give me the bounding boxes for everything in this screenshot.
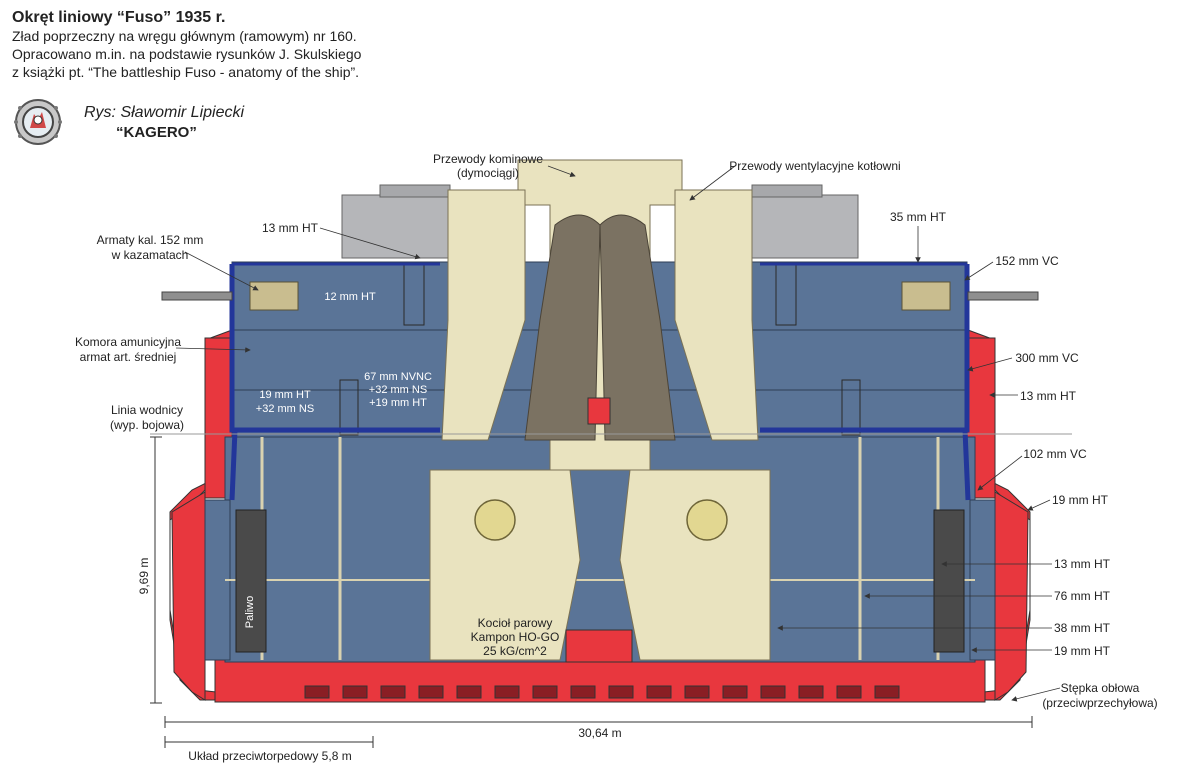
label-ht19-side: 19 mm HT [1052, 493, 1109, 507]
label-deck-19: 19 mm HT [259, 389, 311, 401]
subtitle-line-3: z książki pt. “The battleship Fuso - ana… [12, 64, 360, 80]
label-vc152: 152 mm VC [995, 254, 1059, 268]
label-bilge-keel-sub: (przeciwprzechyłowa) [1042, 696, 1157, 710]
credit-block: Rys: Sławomir Lipiecki “KAGERO” [84, 103, 244, 143]
label-ht19-low: 19 mm HT [1054, 644, 1111, 658]
author-credit: Rys: Sławomir Lipiecki [84, 104, 245, 121]
kagero-porthole-logo [14, 99, 62, 145]
label-deck-67-ht: +19 mm HT [369, 397, 427, 409]
smoke-duct-left [524, 214, 601, 441]
double-bottom-cells [304, 685, 900, 699]
label-boiler: Kocioł parowy [478, 616, 553, 630]
vent-duct-left [441, 189, 526, 441]
label-deck-19-ns: +32 mm NS [256, 403, 314, 415]
label-ht13-top: 13 mm HT [262, 221, 319, 235]
label-smoke-ducts: Przewody kominowe [433, 152, 543, 166]
label-bilge-keel: Stępka obłowa [1061, 681, 1140, 695]
header: Okręt liniowy “Fuso” 1935 r. Zład poprze… [12, 8, 361, 81]
label-ht13-low: 13 mm HT [1054, 557, 1111, 571]
smoke-duct-right [599, 214, 676, 441]
label-ammo: Komora amunicyjna [75, 335, 181, 349]
boiler-ducts [429, 159, 771, 663]
label-waterline: Linia wodnicy [111, 403, 183, 417]
label-boiler-type: Kampon HO-GO [471, 630, 560, 644]
label-vc102: 102 mm VC [1023, 447, 1087, 461]
label-vc300: 300 mm VC [1015, 351, 1079, 365]
boiler-right [619, 469, 771, 661]
label-ht12: 12 mm HT [324, 291, 376, 303]
label-waterline-sub: (wyp. bojowa) [110, 418, 184, 432]
label-height: 9,69 m [137, 558, 151, 595]
label-smoke-ducts-sub: (dymociągi) [457, 166, 519, 180]
label-ammo-sub: armat art. średniej [80, 350, 177, 364]
label-torpedo: Układ przeciwtorpedowy 5,8 m [188, 749, 351, 763]
label-ht35: 35 mm HT [890, 210, 947, 224]
subtitle-line-1: Zład poprzeczny na wręgu głównym (ramowy… [12, 28, 357, 44]
label-boiler-pressure: 25 kG/cm^2 [483, 644, 547, 658]
superstructure [341, 184, 859, 259]
casemate-guns [161, 281, 1039, 311]
leader-lines [175, 165, 1061, 702]
vent-duct-right [674, 189, 759, 441]
dimension-lines [150, 436, 1033, 748]
armor-belt [229, 262, 971, 501]
diagram-title: Okręt liniowy “Fuso” 1935 r. [12, 9, 226, 26]
annotation-labels: Przewody kominowe (dymociągi) Przewody w… [75, 152, 1158, 763]
label-ht13-side: 13 mm HT [1020, 389, 1077, 403]
subtitle-line-2: Opracowano m.in. na podstawie rysunków J… [12, 46, 362, 62]
label-boiler-vent: Przewody wentylacyjne kotłowni [729, 159, 900, 173]
label-guns-sub: w kazamatach [111, 248, 189, 262]
publisher-credit: “KAGERO” [116, 124, 197, 141]
label-deck-67: 67 mm NVNC [364, 371, 432, 383]
label-fuel: Paliwo [244, 596, 256, 628]
label-ht38: 38 mm HT [1054, 621, 1111, 635]
label-deck-67-ns: +32 mm NS [369, 384, 427, 396]
label-width: 30,64 m [578, 726, 621, 740]
boiler-left [429, 469, 581, 661]
label-ht76: 76 mm HT [1054, 589, 1111, 603]
label-guns: Armaty kal. 152 mm [97, 233, 204, 247]
